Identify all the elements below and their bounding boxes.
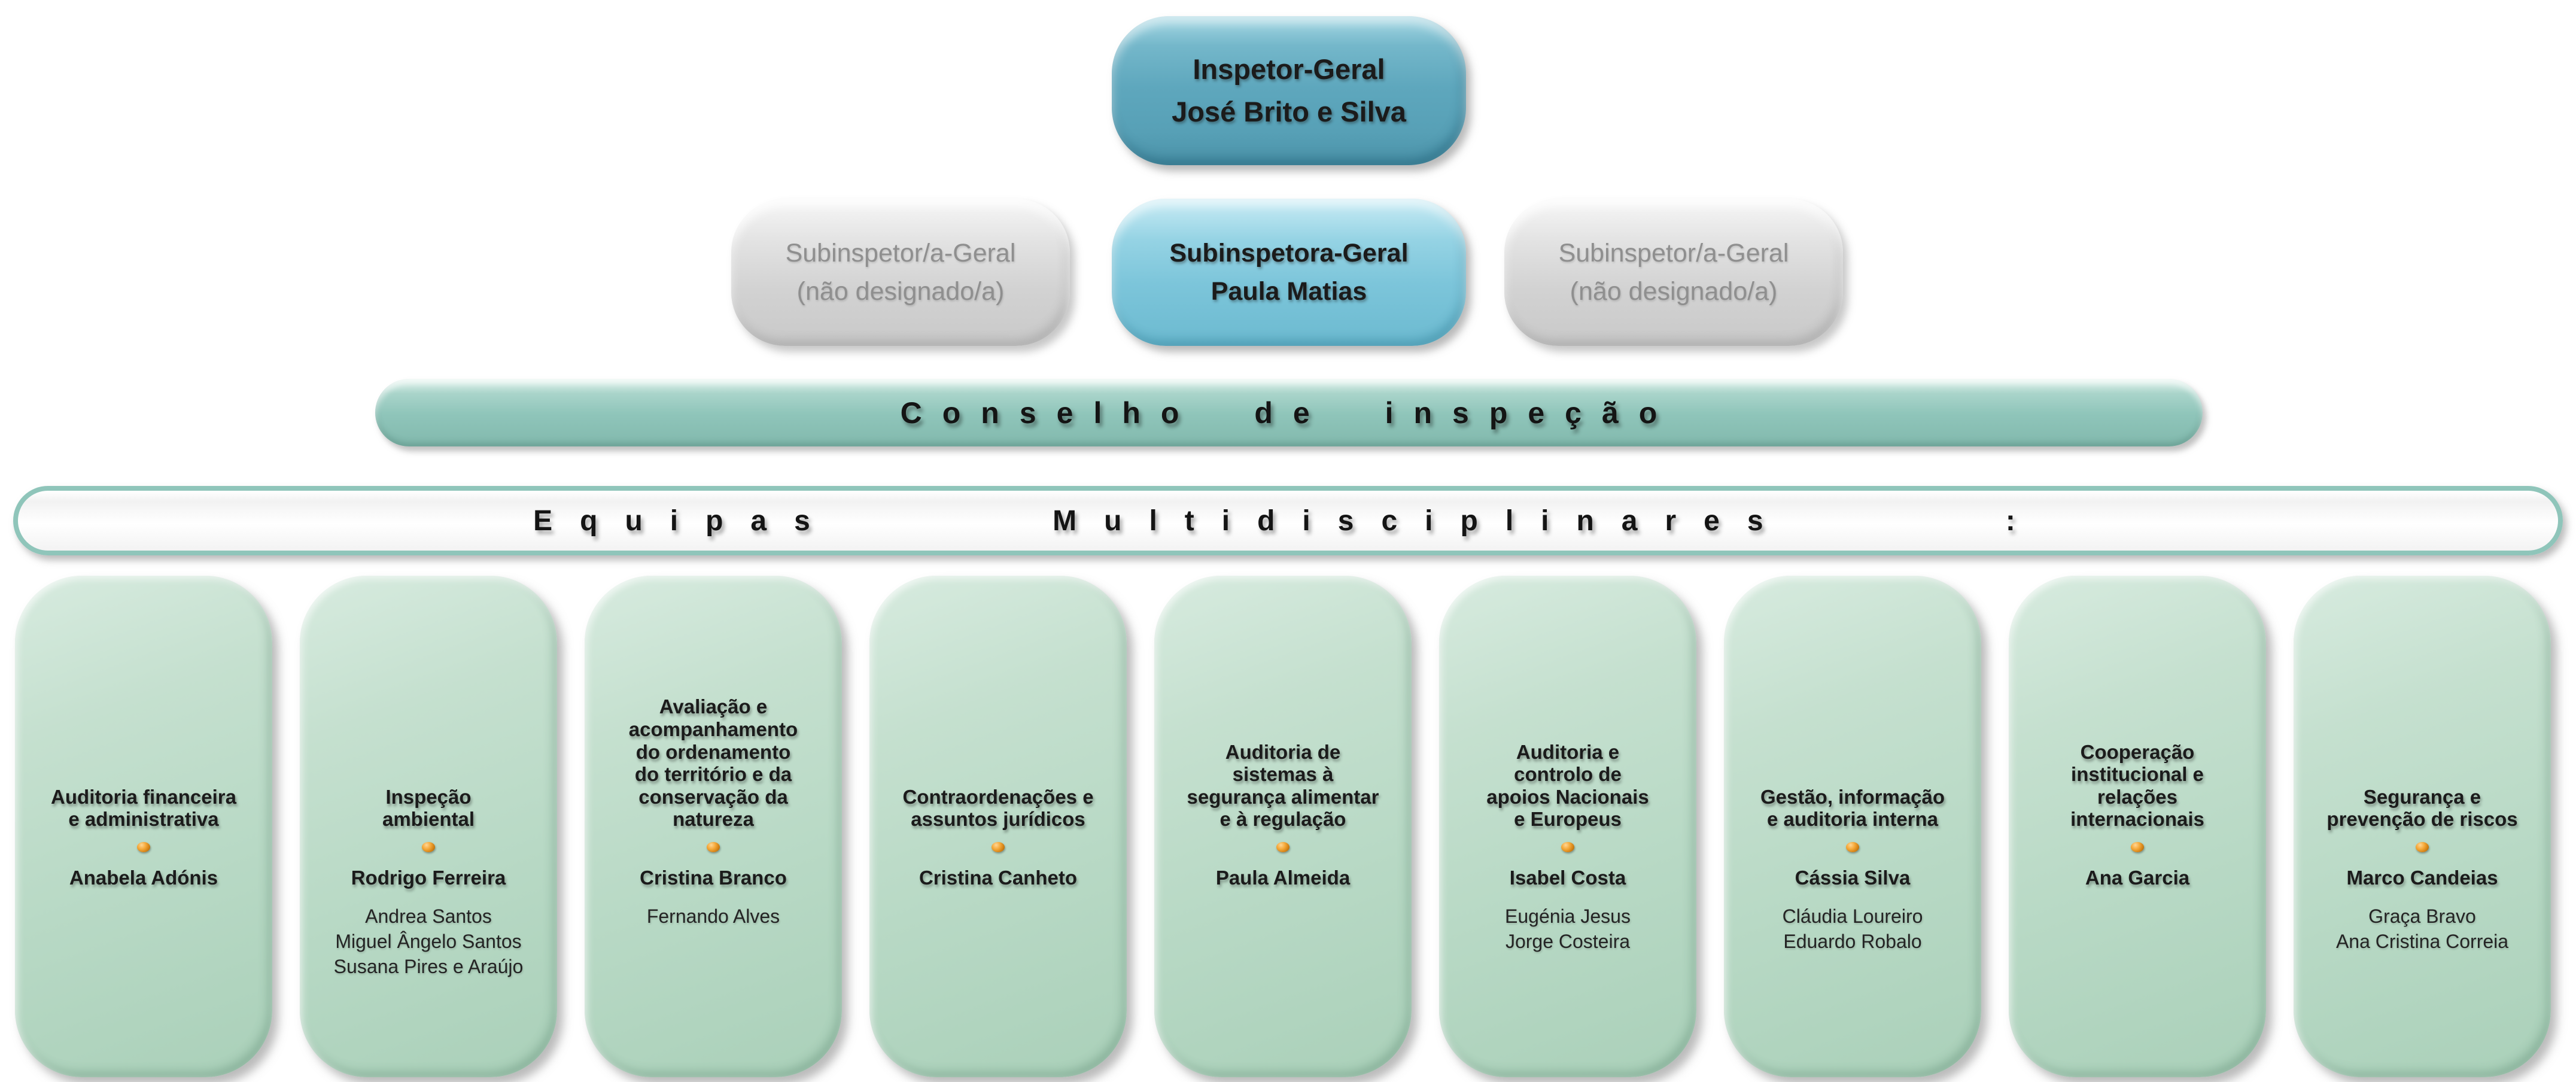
bullet-icon [422,837,435,857]
bullet-icon [137,837,150,857]
team-leader: Rodrigo Ferreira [351,867,506,889]
team-card-contraordenacoes: Contraordenações e assuntos jurídicos Cr… [869,576,1127,1077]
subinspector-center-node: Subinspetora-Geral Paula Matias [1112,199,1466,346]
team-members: Fernando Alves [638,904,788,929]
team-leader: Cristina Canheto [919,867,1078,889]
team-title: Auditoria financeira e administrativa [51,785,236,831]
bullet-icon [1561,837,1574,857]
team-member: Jorge Costeira [1505,931,1631,953]
bullet-icon [2131,837,2144,857]
bullet-icon [1846,837,1859,857]
team-member: Susana Pires e Araújo [333,956,524,978]
council-bar-label: Conselho de inspeção [900,396,1678,430]
team-leader: Marco Candeias [2346,867,2498,889]
team-card-gestao-informacao: Gestão, informação e auditoria interna C… [1724,576,1981,1077]
team-card-auditoria-apoios: Auditoria e controlo de apoios Nacionais… [1439,576,1696,1077]
council-bar: Conselho de inspeção [375,379,2203,446]
team-member: Fernando Alves [646,905,780,927]
team-leader: Isabel Costa [1509,867,1626,889]
team-title: Auditoria de sistemas à segurança alimen… [1187,740,1379,831]
bullet-icon [707,837,720,857]
team-leader: Cristina Branco [640,867,787,889]
team-members: Andrea Santos Miguel Ângelo Santos Susan… [326,904,532,980]
subinspector-left-title: Subinspetor/a-Geral [785,238,1016,268]
team-member: Graça Bravo [2368,905,2476,927]
team-members: Graça Bravo Ana Cristina Correia [2328,904,2517,954]
team-member: Eduardo Robalo [1783,931,1922,953]
team-card-auditoria-financeira: Auditoria financeira e administrativa An… [15,576,272,1077]
teams-header-bar: Equipas Multidisciplinares : [13,486,2563,555]
subinspector-left-name: (não designado/a) [796,277,1005,306]
subinspector-center-name: Paula Matias [1211,277,1367,306]
bullet-icon [1276,837,1289,857]
subinspector-right-title: Subinspetor/a-Geral [1558,238,1789,268]
team-members: Eugénia Jesus Jorge Costeira [1497,904,1639,954]
team-title: Segurança e prevenção de riscos [2326,785,2518,831]
inspector-general-title: Inspetor-Geral [1193,53,1385,85]
bullet-icon [992,837,1005,857]
team-title: Contraordenações e assuntos jurídicos [902,785,1094,831]
team-card-avaliacao-ordenamento: Avaliação e acompanhamento do ordenament… [585,576,842,1077]
team-leader: Cássia Silva [1795,867,1911,889]
team-title: Gestão, informação e auditoria interna [1760,785,1945,831]
team-card-seguranca-prevencao: Segurança e prevenção de riscos Marco Ca… [2294,576,2551,1077]
subinspector-left-node: Subinspetor/a-Geral (não designado/a) [731,199,1070,346]
team-member: Eugénia Jesus [1505,905,1631,927]
team-title: Cooperação institucional e relações inte… [2070,740,2204,831]
inspector-general-node: Inspetor-Geral José Brito e Silva [1112,16,1466,165]
teams-header-label: Equipas Multidisciplinares : [533,504,2043,537]
team-leader: Anabela Adónis [69,867,218,889]
team-leader: Paula Almeida [1215,867,1351,889]
team-title: Inspeção ambiental [382,785,475,831]
team-title: Auditoria e controlo de apoios Nacionais… [1486,740,1649,831]
teams-row: Auditoria financeira e administrativa An… [15,576,2561,1077]
inspector-general-name: José Brito e Silva [1172,95,1406,127]
team-card-cooperacao-institucional: Cooperação institucional e relações inte… [2009,576,2266,1077]
team-member: Andrea Santos [365,905,492,927]
team-card-auditoria-sistemas: Auditoria de sistemas à segurança alimen… [1154,576,1412,1077]
team-member: Ana Cristina Correia [2335,931,2509,953]
team-member: Cláudia Loureiro [1782,905,1923,927]
team-member: Miguel Ângelo Santos [335,931,522,953]
subinspector-right-node: Subinspetor/a-Geral (não designado/a) [1504,199,1843,346]
subinspector-center-title: Subinspetora-Geral [1169,238,1409,268]
bullet-icon [2416,837,2429,857]
team-leader: Ana Garcia [2085,867,2190,889]
subinspector-right-name: (não designado/a) [1570,277,1778,306]
team-title: Avaliação e acompanhamento do ordenament… [628,695,798,831]
team-card-inspecao-ambiental: Inspeção ambiental Rodrigo Ferreira Andr… [300,576,557,1077]
team-members: Cláudia Loureiro Eduardo Robalo [1774,904,1932,954]
